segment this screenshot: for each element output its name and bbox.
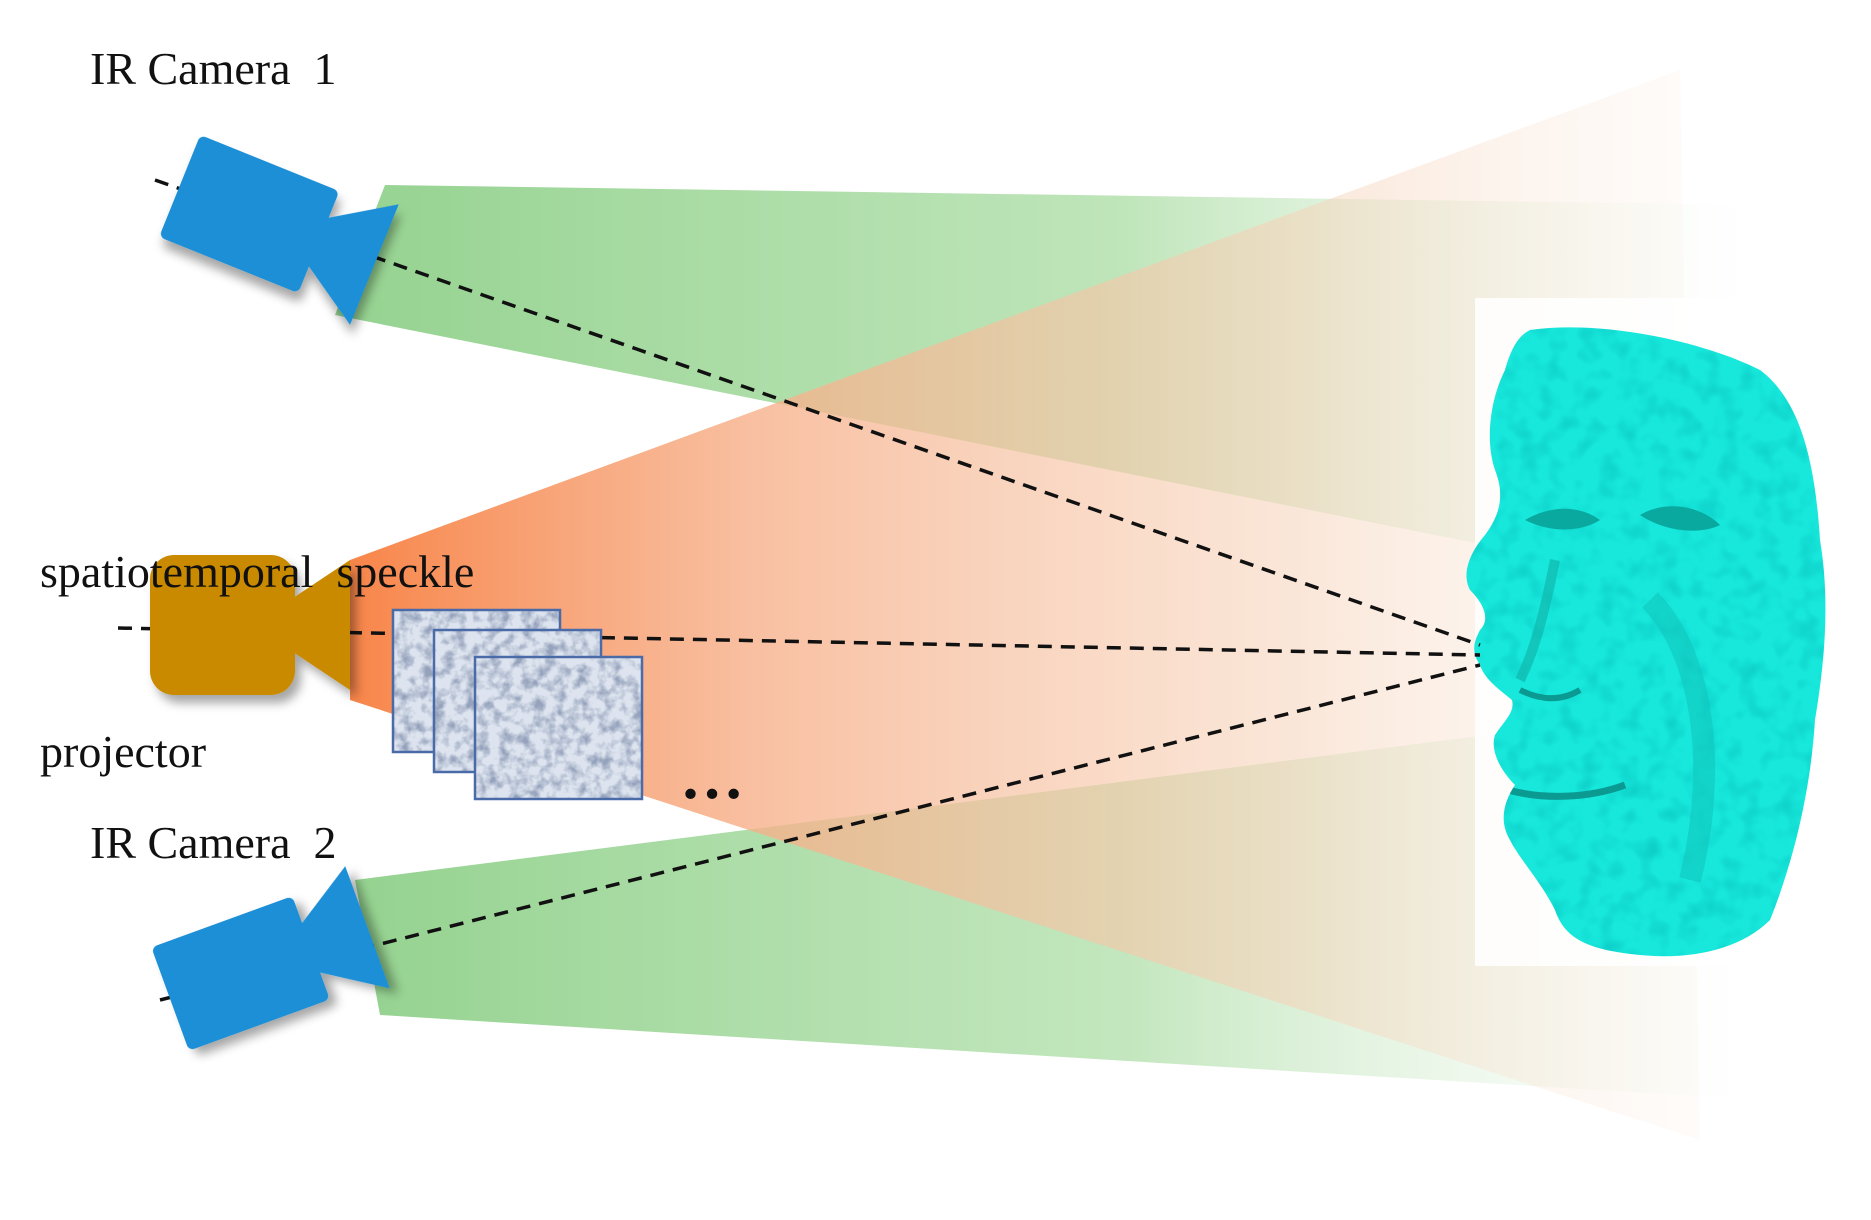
projector-label: spatiotemporal speckle projector (40, 422, 474, 842)
camera1-label: IR Camera 1 (90, 43, 337, 94)
projector-beam (350, 70, 1700, 1140)
nostril (1518, 687, 1582, 702)
projector-icon (150, 555, 350, 695)
projector-label-line1: spatiotemporal speckle (40, 546, 475, 597)
eye-left (1640, 506, 1720, 531)
nose-ridge (1515, 559, 1560, 683)
eye-right (1525, 508, 1600, 530)
speckle-frames (391, 608, 644, 801)
video-camera-icon (153, 866, 390, 1050)
video-camera-icon (160, 136, 399, 325)
projector-axis (117, 626, 1481, 657)
projector-label-line2: projector (40, 726, 207, 777)
camera2-label: IR Camera 2 (90, 817, 337, 868)
mouth (1507, 781, 1627, 800)
face-scan (1466, 327, 1826, 957)
cheek-shade (1641, 592, 1716, 883)
camera2-axis (159, 663, 1481, 1002)
ellipsis-more-frames: … (680, 741, 754, 812)
speckle-frame-3 (473, 655, 644, 801)
